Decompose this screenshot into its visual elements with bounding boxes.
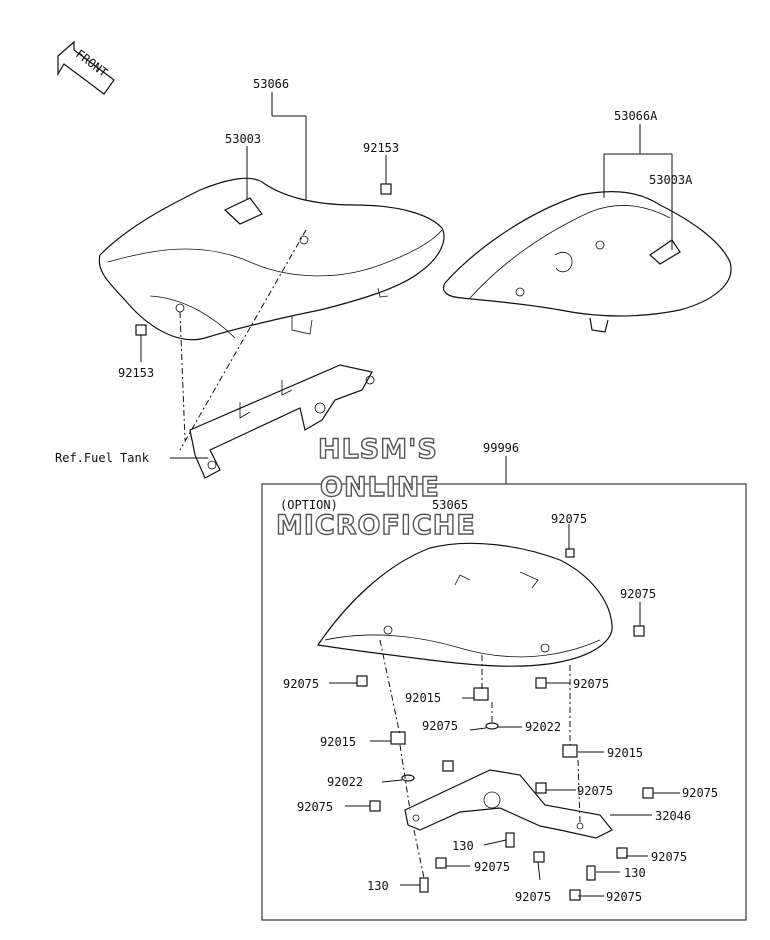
watermark-line-3: MICROFICHE	[276, 510, 476, 541]
part-label-92075-c: 92075	[283, 677, 319, 691]
part-label-92015-c: 92015	[607, 746, 643, 760]
watermark: HLSM'S ONLINE MICROFICHE	[275, 433, 476, 541]
front-arrow-icon: FRONT	[57, 40, 115, 95]
part-label-92075-e: 92075	[422, 719, 458, 733]
cowl-bracket-drawing	[404, 769, 613, 839]
part-label-92075-b: 92075	[620, 587, 656, 601]
part-label-53065: 53065	[432, 498, 468, 512]
passenger-seat-drawing	[442, 191, 732, 333]
part-label-92075-a: 92075	[551, 512, 587, 526]
leader-lines	[140, 92, 680, 897]
part-label-32046: 32046	[655, 809, 691, 823]
part-label-92015-a: 92015	[405, 691, 441, 705]
part-label-92153-top: 92153	[363, 141, 399, 155]
part-label-92022-a: 92022	[525, 720, 561, 734]
part-label-130-a: 130	[452, 839, 474, 853]
part-label-92075-j: 92075	[651, 850, 687, 864]
seat-cowl-drawing	[316, 542, 613, 667]
part-label-92075-k: 92075	[515, 890, 551, 904]
part-label-130-b: 130	[624, 866, 646, 880]
part-label-53003: 53003	[225, 132, 261, 146]
option-label: (OPTION)	[280, 498, 338, 512]
part-label-92022-b: 92022	[327, 775, 363, 789]
watermark-line-2: ONLINE	[320, 472, 440, 503]
part-label-92075-d: 92075	[573, 677, 609, 691]
option-box	[261, 483, 747, 921]
part-label-99996: 99996	[483, 441, 519, 455]
part-label-53003A: 53003A	[649, 173, 693, 187]
ref-fuel-tank-label: Ref.Fuel Tank	[55, 451, 150, 465]
part-label-92153-left: 92153	[118, 366, 154, 380]
watermark-line-1: HLSM'S	[318, 434, 438, 465]
fastener-icons	[135, 183, 654, 901]
part-label-130-c: 130	[367, 879, 389, 893]
fuel-tank-bracket-drawing	[189, 364, 375, 479]
part-label-53066A: 53066A	[614, 109, 658, 123]
part-label-92015-b: 92015	[320, 735, 356, 749]
part-label-92075-f: 92075	[577, 784, 613, 798]
part-label-92075-l: 92075	[606, 890, 642, 904]
part-labels: (OPTION) 53066 53003 92153 92153 53066A …	[55, 77, 718, 904]
part-label-92075-h: 92075	[297, 800, 333, 814]
part-label-92075-g: 92075	[682, 786, 718, 800]
part-label-92075-i: 92075	[474, 860, 510, 874]
part-label-53066: 53066	[253, 77, 289, 91]
rider-seat-drawing	[98, 177, 445, 341]
